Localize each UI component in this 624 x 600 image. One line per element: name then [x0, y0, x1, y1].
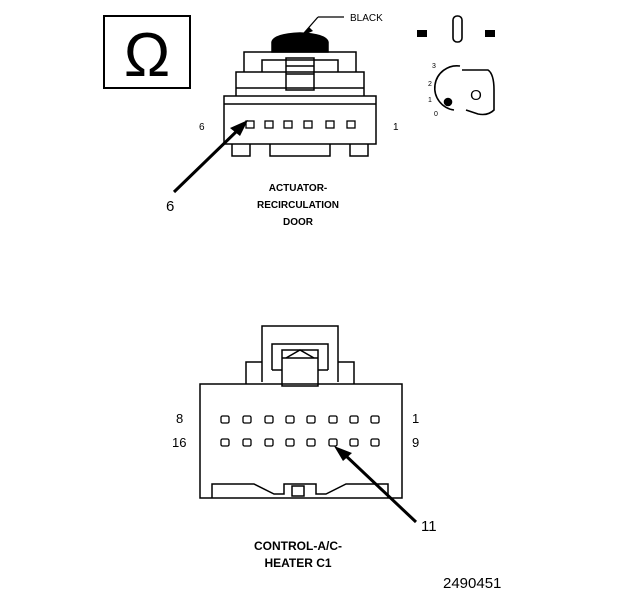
control-pin — [242, 415, 252, 424]
actuator-pin — [245, 120, 255, 129]
control-pin — [285, 438, 295, 447]
control-pin-row-2 — [220, 438, 380, 447]
actuator-pin — [283, 120, 293, 129]
key-position-1: 1 — [428, 97, 432, 104]
actuator-name-line-3: DOOR — [283, 217, 314, 228]
ignition-key-icon: O 3 2 1 0 — [417, 15, 495, 118]
figure-number: 2490451 — [443, 575, 501, 592]
actuator-name-line-1: ACTUATOR- — [269, 183, 328, 194]
control-pin — [349, 415, 359, 424]
actuator-pin-row — [245, 120, 356, 129]
actuator-callout-number: 6 — [166, 198, 174, 215]
control-callout-number: 11 — [421, 518, 437, 535]
control-pin — [328, 438, 338, 447]
control-row1-label-left: 8 — [176, 411, 183, 426]
key-letter: O — [470, 87, 482, 104]
control-connector — [199, 325, 403, 499]
control-pin — [242, 438, 252, 447]
control-callout-arrow — [334, 446, 418, 524]
control-pin — [370, 415, 380, 424]
control-pin — [264, 438, 274, 447]
control-row1-label-right: 1 — [412, 411, 419, 426]
control-pin — [306, 438, 316, 447]
color-label: BLACK — [350, 13, 383, 24]
control-name-line-2: HEATER C1 — [264, 556, 331, 570]
actuator-pin-label-right: 1 — [393, 122, 399, 133]
control-row2-label-right: 9 — [412, 435, 419, 450]
actuator-callout-arrow — [172, 120, 248, 194]
control-pin — [285, 415, 295, 424]
black-callout: BLACK — [302, 13, 383, 36]
control-pin — [306, 415, 316, 424]
control-pin — [220, 415, 230, 424]
actuator-name-line-2: RECIRCULATION — [257, 200, 339, 211]
actuator-pin — [264, 120, 274, 129]
control-name-line-1: CONTROL-A/C- — [254, 539, 342, 553]
control-pin — [264, 415, 274, 424]
control-row2-label-left: 16 — [172, 435, 186, 450]
actuator-connector — [223, 32, 377, 157]
ohm-symbol: Ω — [124, 21, 170, 90]
control-pin — [328, 415, 338, 424]
control-pin — [349, 438, 359, 447]
key-position-0: 0 — [434, 111, 438, 118]
control-pin — [370, 438, 380, 447]
actuator-pin — [325, 120, 335, 129]
control-pin-row-1 — [220, 415, 380, 424]
control-pin — [220, 438, 230, 447]
key-position-2: 2 — [428, 81, 432, 88]
key-position-3: 3 — [432, 63, 436, 70]
actuator-pin — [346, 120, 356, 129]
actuator-pin-label-left: 6 — [199, 122, 205, 133]
actuator-pin — [303, 120, 313, 129]
ohm-meter-icon: Ω — [103, 15, 191, 90]
